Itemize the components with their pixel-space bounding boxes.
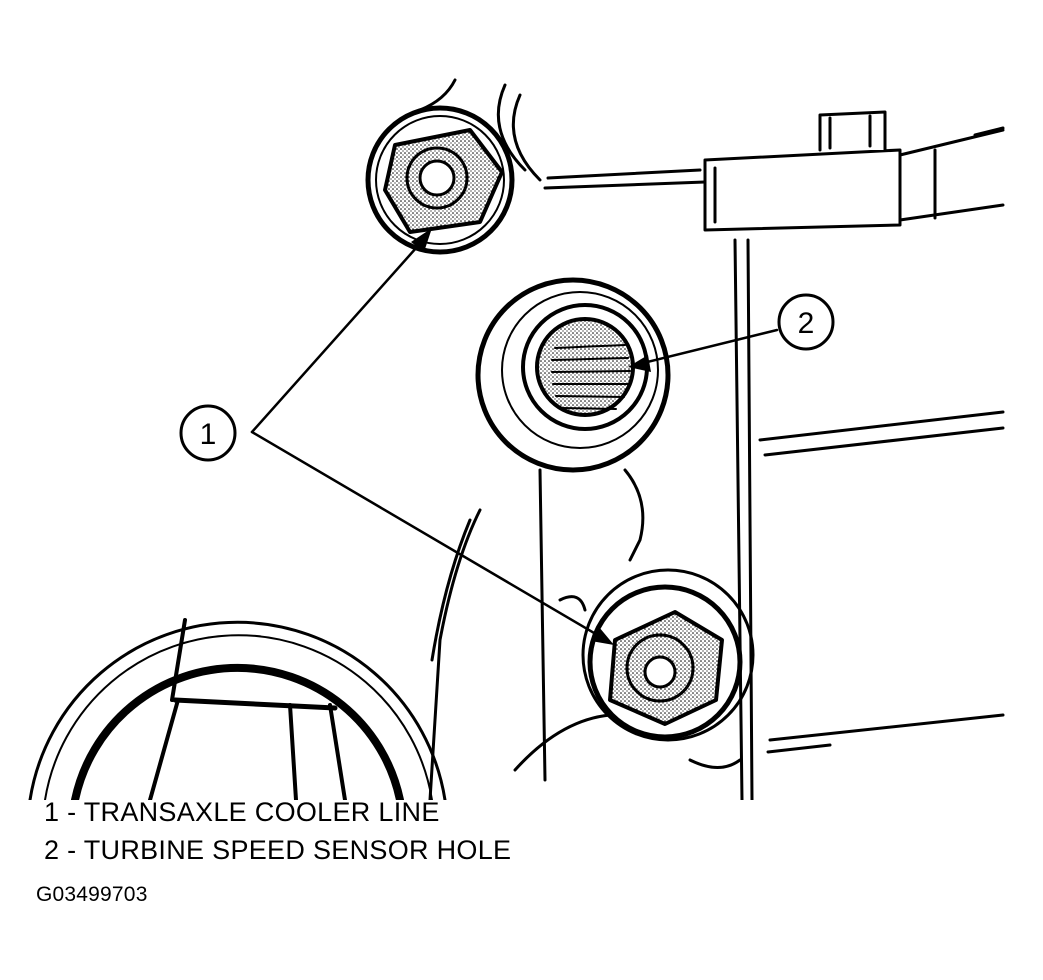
arrowhead-lower-fitting (591, 627, 614, 645)
leader-to-upper-fitting (250, 236, 427, 434)
callout-1: 1 (179, 404, 237, 462)
arrowhead-sensor-hole (628, 355, 651, 372)
callout-leaders (250, 236, 779, 642)
turbine-speed-sensor-hole (475, 277, 671, 473)
leader-to-sensor-hole (633, 328, 779, 367)
transaxle-case-outline (418, 78, 1005, 800)
callout-2: 2 (777, 293, 835, 351)
upper-cooler-line-fitting (365, 105, 515, 255)
wiring-connector (703, 110, 1005, 232)
callout-1-label: 1 (200, 418, 217, 451)
arrowheads (411, 228, 651, 645)
figure-id: G03499703 (36, 883, 148, 906)
callout-2-label: 2 (798, 307, 815, 340)
leader-to-lower-fitting (250, 430, 608, 642)
transaxle-illustration: 1 2 (28, 78, 1005, 800)
callout-1-circle (179, 404, 237, 462)
callout-2-circle (777, 293, 835, 351)
lower-cooler-line-fitting (581, 568, 755, 742)
arrowhead-upper-fitting (411, 228, 432, 252)
lower-bracket (513, 468, 742, 782)
converter-housing (28, 618, 447, 800)
legend-item-1: 1 - TRANSAXLE COOLER LINE (44, 797, 440, 827)
legend-item-2: 2 - TURBINE SPEED SENSOR HOLE (44, 835, 512, 865)
legend: 1 - TRANSAXLE COOLER LINE 2 - TURBINE SP… (44, 793, 511, 869)
